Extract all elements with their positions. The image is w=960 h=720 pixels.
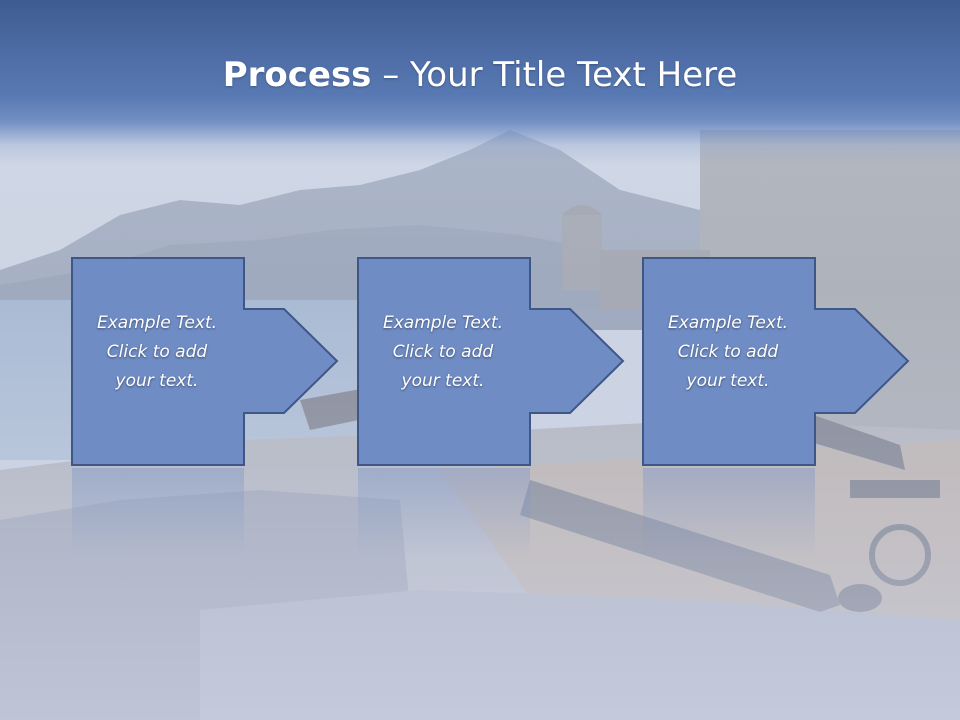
step-label: Example Text. Click to add your text. [667, 313, 789, 391]
step-shape [71, 257, 339, 466]
title-band [0, 0, 960, 165]
title-bold: Process [222, 55, 372, 95]
step-shape [357, 257, 625, 466]
slide-title[interactable]: Process – Your Title Text Here [0, 52, 960, 98]
process-step-2[interactable]: Example Text. Click to add your text. [357, 257, 647, 466]
step-label: Example Text. Click to add your text. [96, 313, 218, 391]
step-label: Example Text. Click to add your text. [382, 313, 504, 391]
step-shape [642, 257, 910, 466]
title-rest: – Your Title Text Here [371, 55, 738, 95]
process-step-1[interactable]: Example Text. Click to add your text. [71, 257, 361, 466]
process-step-3[interactable]: Example Text. Click to add your text. [642, 257, 932, 466]
